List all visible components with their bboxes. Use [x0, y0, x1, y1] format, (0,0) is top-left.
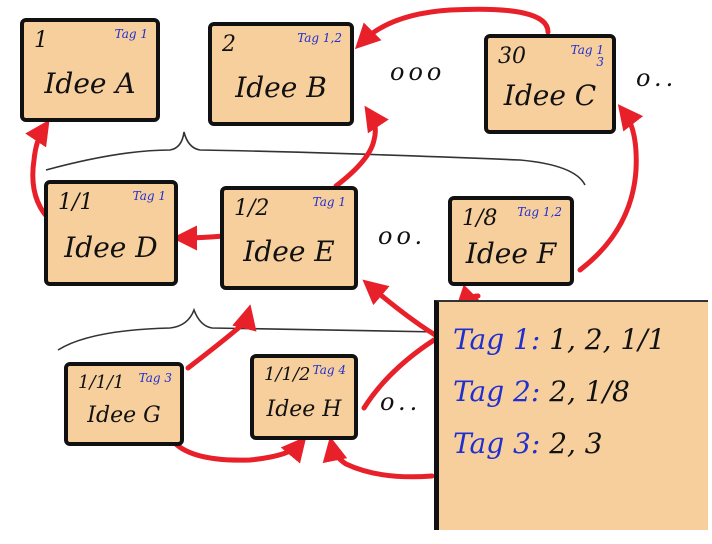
tag-index-row: Tag 3: 2, 3: [453, 428, 603, 460]
card-tag: Tag 3: [138, 371, 172, 385]
arrow-e-to-d: [172, 225, 227, 251]
card-tag: Tag 4: [312, 363, 346, 377]
tag-index-key: Tag 2:: [453, 375, 541, 408]
ellipsis-row3: o..: [380, 388, 422, 416]
tag-index-values: 2, 1/8: [549, 375, 630, 408]
card-idea-title: Idee G: [87, 403, 161, 428]
tag-index-key: Tag 1:: [453, 323, 541, 356]
card-tag: Tag 1: [114, 27, 148, 41]
ellipsis-row1-right: o..: [636, 64, 678, 92]
arrow-legend-to-h: [361, 337, 437, 411]
tag-index-values: 1, 2, 1/1: [549, 323, 666, 356]
arrow-d-to-a: [25, 119, 55, 225]
tag-index-key: Tag 3:: [453, 427, 541, 460]
arrow-legend-to-e: [362, 279, 443, 341]
card-idea-title: Idee B: [235, 71, 327, 104]
tag-index-values: 2, 3: [549, 427, 603, 460]
arrow-f-to-c: [577, 104, 644, 273]
card-tag: Tag 1,2: [517, 205, 562, 219]
card-id: 1: [34, 28, 48, 53]
card-idea-title: Idee C: [503, 79, 597, 112]
ellipsis-row2: oo.: [378, 222, 427, 250]
card-idea-f: 1/8 Tag 1,2 Idee F: [448, 196, 574, 286]
card-tag: Tag 1: [312, 195, 346, 209]
card-id: 1/1: [58, 190, 94, 215]
card-idea-a: 1 Tag 1 Idee A: [20, 18, 160, 122]
arrow-e-to-b: [333, 105, 389, 189]
card-idea-title: Idee H: [266, 397, 342, 422]
card-tag: Tag 1,2: [297, 31, 342, 45]
tag-index-box: Tag 1: 1, 2, 1/1 Tag 2: 2, 1/8 Tag 3: 2,…: [434, 300, 708, 530]
arrow-legend-to-h-bottom: [322, 436, 435, 480]
card-idea-h: 1/1/2 Tag 4 Idee H: [250, 354, 358, 440]
arrow-g-to-e: [185, 304, 257, 371]
card-idea-b: 2 Tag 1,2 Idee B: [208, 22, 354, 126]
arrow-c-to-b: [354, 6, 551, 50]
arrow-g-to-h: [169, 436, 307, 464]
hierarchy-brace-level2: [57, 307, 441, 351]
card-idea-title: Idee A: [44, 67, 136, 100]
card-idea-c: 30 Tag 1 3 Idee C: [484, 34, 616, 134]
card-id: 1/8: [462, 206, 498, 231]
card-tag: Tag 1: [132, 189, 166, 203]
card-id: 1/2: [234, 196, 270, 221]
hierarchy-brace-level1: [45, 131, 586, 186]
card-id: 2: [222, 32, 236, 57]
tag-index-row: Tag 2: 2, 1/8: [453, 376, 630, 408]
card-idea-title: Idee E: [243, 235, 335, 268]
card-id: 30: [498, 44, 526, 69]
ellipsis-row1-mid: ooo: [390, 58, 446, 86]
card-idea-g: 1/1/1 Tag 3 Idee G: [64, 362, 184, 446]
card-idea-d: 1/1 Tag 1 Idee D: [44, 180, 178, 286]
card-idea-title: Idee F: [465, 237, 557, 270]
card-tag: Tag 1 3: [570, 43, 604, 69]
card-idea-title: Idee D: [64, 231, 158, 264]
card-idea-e: 1/2 Tag 1 Idee E: [220, 186, 358, 290]
card-id: 1/1/1: [78, 372, 125, 393]
tag-index-row: Tag 1: 1, 2, 1/1: [453, 324, 665, 356]
card-id: 1/1/2: [264, 364, 311, 385]
